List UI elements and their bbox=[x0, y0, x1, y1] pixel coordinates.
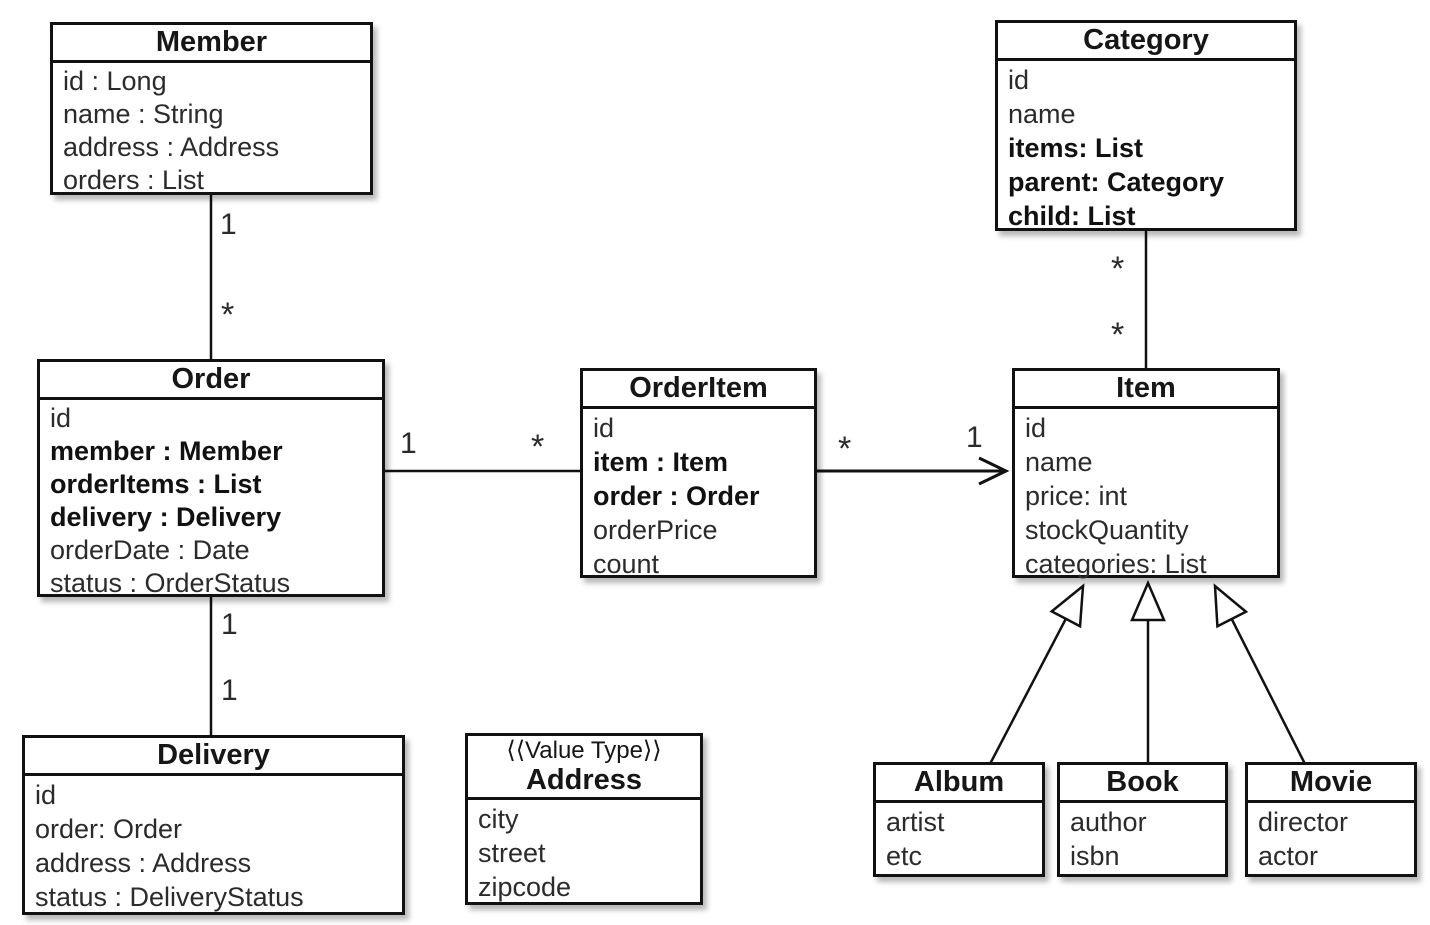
attribute-item-stockquantity: stockQuantity bbox=[1025, 515, 1189, 545]
attribute-item-price: price: int bbox=[1025, 481, 1128, 511]
class-address-stereotype: ⟨⟨Value Type⟩⟩ bbox=[506, 737, 662, 764]
attribute-movie-actor: actor bbox=[1258, 841, 1319, 871]
multiplicity-category-item-many-top: * bbox=[1111, 250, 1125, 288]
attribute-orderitem-orderprice: orderPrice bbox=[593, 515, 718, 545]
attribute-member-name: name : String bbox=[63, 99, 224, 129]
class-orderitem-title: OrderItem bbox=[583, 371, 814, 409]
class-member-title: Member bbox=[53, 25, 370, 63]
attribute-member-orders: orders : List bbox=[63, 165, 205, 195]
attribute-album-etc: etc bbox=[886, 841, 923, 871]
attribute-address-street: street bbox=[478, 838, 546, 868]
class-order-title: Order bbox=[40, 362, 382, 400]
attribute-orderitem-id: id bbox=[593, 413, 615, 443]
class-movie-title: Movie bbox=[1248, 765, 1414, 803]
attribute-category-items: items: List bbox=[1008, 133, 1144, 163]
attribute-orderitem-item: item : Item bbox=[593, 447, 729, 477]
multiplicity-order-delivery-1-bottom: 1 bbox=[221, 674, 238, 707]
attribute-category-parent: parent: Category bbox=[1008, 167, 1225, 197]
class-item: Item id name price: int stockQuantity ca… bbox=[1012, 368, 1280, 579]
attribute-book-isbn: isbn bbox=[1070, 841, 1120, 871]
multiplicity-order-orderitem-many: * bbox=[531, 428, 545, 466]
generalization-album-item bbox=[988, 583, 1085, 765]
class-album: Album artist etc bbox=[873, 762, 1045, 877]
attribute-delivery-status: status : DeliveryStatus bbox=[35, 882, 304, 912]
multiplicity-category-item-many-bottom: * bbox=[1111, 316, 1125, 354]
class-book: Book author isbn bbox=[1057, 762, 1228, 877]
attribute-orderitem-order: order : Order bbox=[593, 481, 760, 511]
attribute-item-categories: categories: List bbox=[1025, 549, 1207, 579]
attribute-delivery-address: address : Address bbox=[35, 848, 252, 878]
attribute-order-id: id bbox=[50, 403, 72, 433]
attribute-address-city: city bbox=[478, 804, 519, 834]
class-order: Order id member : Member orderItems : Li… bbox=[37, 359, 385, 598]
attribute-category-name: name bbox=[1008, 99, 1076, 129]
attribute-orderitem-count: count bbox=[593, 549, 660, 579]
class-delivery-title: Delivery bbox=[25, 738, 402, 776]
attribute-member-id: id : Long bbox=[63, 66, 167, 96]
attribute-order-delivery: delivery : Delivery bbox=[50, 502, 282, 532]
attribute-order-status: status : OrderStatus bbox=[50, 568, 291, 598]
multiplicity-member-order-1: 1 bbox=[220, 208, 237, 241]
attribute-category-child: child: List bbox=[1008, 201, 1136, 231]
class-address: ⟨⟨Value Type⟩⟩ Address city street zipco… bbox=[465, 733, 703, 905]
class-movie: Movie director actor bbox=[1245, 762, 1417, 877]
class-orderitem: OrderItem id item : Item order : Order o… bbox=[580, 368, 817, 579]
class-item-title: Item bbox=[1015, 371, 1277, 409]
attribute-order-orderdate: orderDate : Date bbox=[50, 535, 250, 565]
attribute-category-id: id bbox=[1008, 65, 1030, 95]
attribute-book-author: author bbox=[1070, 807, 1147, 837]
attribute-member-address: address : Address bbox=[63, 132, 280, 162]
attribute-movie-director: director bbox=[1258, 807, 1349, 837]
class-album-title: Album bbox=[876, 765, 1042, 803]
class-category-title: Category bbox=[998, 23, 1294, 61]
attribute-delivery-order: order: Order bbox=[35, 814, 183, 844]
class-member: Member id : Long name : String address :… bbox=[50, 22, 373, 195]
multiplicity-order-delivery-1-top: 1 bbox=[221, 608, 238, 641]
attribute-item-name: name bbox=[1025, 447, 1093, 477]
attribute-address-zipcode: zipcode bbox=[478, 872, 572, 902]
class-book-title: Book bbox=[1060, 765, 1225, 803]
multiplicity-order-orderitem-1: 1 bbox=[400, 427, 417, 460]
class-category: Category id name items: List parent: Cat… bbox=[995, 20, 1297, 231]
attribute-item-id: id bbox=[1025, 413, 1047, 443]
attribute-delivery-id: id bbox=[35, 780, 57, 810]
attribute-order-orderitems: orderItems : List bbox=[50, 469, 262, 499]
class-address-title: Address bbox=[525, 764, 643, 796]
generalization-movie-item bbox=[1213, 583, 1307, 765]
class-delivery: Delivery id order: Order address : Addre… bbox=[22, 735, 405, 915]
multiplicity-orderitem-item-many: * bbox=[838, 430, 852, 468]
attribute-order-member: member : Member bbox=[50, 436, 283, 466]
multiplicity-orderitem-item-1: 1 bbox=[966, 421, 983, 454]
class-address-header: ⟨⟨Value Type⟩⟩ Address bbox=[468, 736, 700, 800]
multiplicity-member-order-many: * bbox=[221, 296, 235, 334]
attribute-album-artist: artist bbox=[886, 807, 945, 837]
